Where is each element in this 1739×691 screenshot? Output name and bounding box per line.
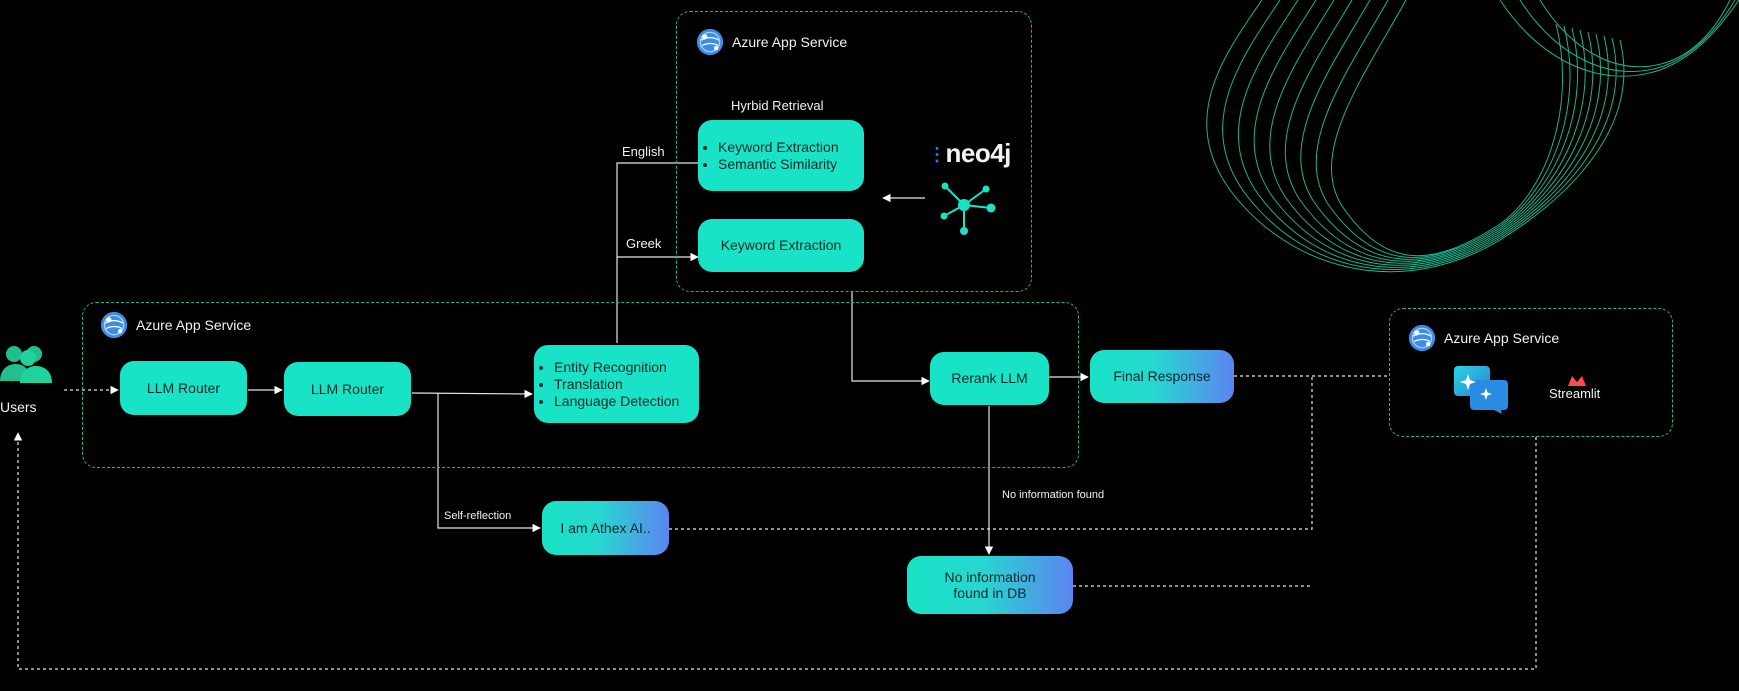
edge-frontend-users — [13, 432, 1537, 670]
llm-router-2-label: LLM Router — [310, 380, 385, 397]
region-azure-frontend — [1389, 308, 1673, 437]
decorative-waves — [1206, 0, 1739, 273]
region-title-frontend: Azure App Service — [1408, 324, 1559, 352]
athex-ai-node: I am Athex AI.. — [542, 501, 669, 555]
azure-app-service-icon — [1408, 324, 1436, 352]
hybrid-retrieval-item: Keyword Extraction — [718, 139, 839, 155]
edge-label-greek: Greek — [626, 236, 662, 251]
athex-ai-label: I am Athex AI.. — [560, 519, 651, 536]
chat-bubbles-icon — [1454, 366, 1508, 414]
llm-router-2: LLM Router — [284, 362, 411, 416]
dotted-connectors — [13, 375, 1537, 670]
hybrid-retrieval-list: Keyword Extraction Semantic Similarity — [698, 138, 839, 173]
keyword-extraction-node: Keyword Extraction — [698, 219, 864, 272]
neo4j-logo-text: neo4j — [945, 138, 1012, 168]
final-response-node: Final Response — [1090, 350, 1234, 403]
no-info-found-node: No information found in DB — [907, 556, 1073, 614]
neo4j-graph-icon — [940, 182, 996, 235]
edge-athex-frontend — [669, 376, 1313, 530]
users-icon — [0, 346, 52, 383]
region-title-retrieval: Azure App Service — [696, 28, 847, 56]
no-info-found-label: No information found in DB — [944, 568, 1036, 601]
streamlit-logo-text: Streamlit — [1549, 386, 1601, 401]
region-title-frontend-text: Azure App Service — [1444, 330, 1560, 346]
edge-router2-nlp — [411, 389, 533, 399]
users-label: Users — [0, 399, 37, 415]
hybrid-retrieval-node: Keyword Extraction Semantic Similarity — [698, 120, 864, 191]
edge-nlp-english — [616, 158, 715, 343]
nlp-task-item: Language Detection — [554, 393, 679, 409]
edge-label-no-info: No information found — [1002, 489, 1105, 501]
edge-retrieval-rerank — [851, 292, 930, 386]
neo4j-logo-dots: ⋮ — [928, 144, 946, 165]
nlp-processing-node: Entity Recognition Translation Language … — [534, 345, 699, 423]
llm-router-1-label: LLM Router — [146, 379, 221, 396]
region-title-retrieval-text: Azure App Service — [732, 34, 848, 50]
hybrid-retrieval-title: Hyrbid Retrieval — [731, 98, 824, 113]
rerank-llm-label: Rerank LLM — [951, 370, 1028, 387]
neo4j-logo: ⋮neo4j — [928, 138, 1011, 169]
nlp-task-item: Translation — [554, 376, 679, 392]
solid-connectors — [248, 158, 1089, 555]
llm-router-1: LLM Router — [120, 361, 247, 415]
nlp-task-item: Entity Recognition — [554, 359, 679, 375]
keyword-extraction-label: Keyword Extraction — [720, 237, 842, 254]
region-title-main-text: Azure App Service — [136, 317, 252, 333]
nlp-task-list: Entity Recognition Translation Language … — [534, 358, 679, 410]
azure-app-service-icon — [696, 28, 724, 56]
rerank-llm-node: Rerank LLM — [930, 352, 1049, 405]
edge-label-self-reflection: Self-reflection — [444, 510, 512, 522]
edge-label-english: English — [622, 144, 665, 159]
hybrid-retrieval-item: Semantic Similarity — [718, 156, 839, 172]
streamlit-icon — [1568, 376, 1586, 386]
region-azure-main — [82, 302, 1079, 468]
region-title-main: Azure App Service — [100, 311, 251, 339]
azure-app-service-icon — [100, 311, 128, 339]
region-azure-retrieval — [676, 11, 1032, 292]
edge-router2-athex — [437, 393, 541, 533]
final-response-label: Final Response — [1113, 368, 1211, 385]
